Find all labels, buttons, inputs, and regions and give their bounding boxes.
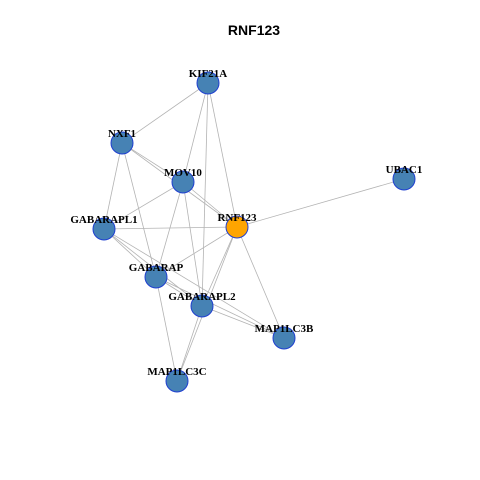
node-label-rnf123: RNF123: [217, 212, 257, 224]
edge-nxf1-gabarapl1: [103, 142, 123, 230]
node-gabarapl2: [190, 294, 214, 318]
edge-rnf123-gabarap: [155, 226, 238, 278]
edge-kif21a-rnf123: [207, 82, 238, 228]
edge-mov10-rnf123: [182, 181, 238, 228]
edge-rnf123-map1lc3b: [236, 226, 285, 339]
node-map1lc3c: [165, 369, 189, 393]
edge-gabarap-map1lc3c: [155, 276, 178, 382]
edge-gabarapl2-map1lc3b: [201, 305, 285, 339]
node-label-map1lc3b: MAP1LC3B: [255, 323, 314, 335]
edge-gabarap-map1lc3b: [155, 276, 285, 339]
edge-kif21a-gabarapl2: [201, 82, 209, 307]
node-label-map1lc3c: MAP1LC3C: [147, 366, 206, 378]
node-label-ubac1: UBAC1: [386, 164, 423, 176]
edge-gabarapl1-rnf123: [103, 226, 238, 230]
node-label-gabarapl2: GABARAPL2: [168, 291, 236, 303]
node-label-mov10: MOV10: [164, 167, 202, 179]
node-mov10: [171, 170, 195, 194]
edge-rnf123-gabarapl2: [201, 226, 238, 307]
node-gabarapl1: [92, 217, 116, 241]
node-label-gabarap: GABARAP: [129, 262, 184, 274]
node-ubac1: [392, 167, 416, 191]
edges-layer: [103, 82, 405, 382]
edge-nxf1-mov10: [121, 142, 184, 183]
node-gabarap: [144, 265, 168, 289]
edge-kif21a-nxf1: [121, 82, 209, 144]
node-map1lc3b: [272, 326, 296, 350]
node-label-kif21a: KIF21A: [189, 68, 228, 80]
node-nxf1: [110, 131, 134, 155]
edge-ubac1-rnf123: [236, 178, 405, 228]
edge-gabarapl2-map1lc3c: [176, 305, 203, 382]
edge-mov10-gabarap: [155, 181, 184, 278]
edge-mov10-gabarapl2: [182, 181, 203, 307]
edge-gabarapl1-map1lc3b: [103, 228, 285, 339]
node-kif21a: [196, 71, 220, 95]
node-rnf123: [225, 215, 249, 239]
edge-mov10-gabarapl1: [103, 181, 184, 230]
diagram-title: RNF123: [228, 22, 280, 38]
nodes-layer: [92, 71, 416, 393]
edge-kif21a-mov10: [182, 82, 209, 183]
node-label-nxf1: NXF1: [108, 128, 136, 140]
edge-gabarapl1-gabarap: [103, 228, 157, 278]
node-label-gabarapl1: GABARAPL1: [70, 214, 137, 226]
edge-nxf1-gabarap: [121, 142, 157, 278]
